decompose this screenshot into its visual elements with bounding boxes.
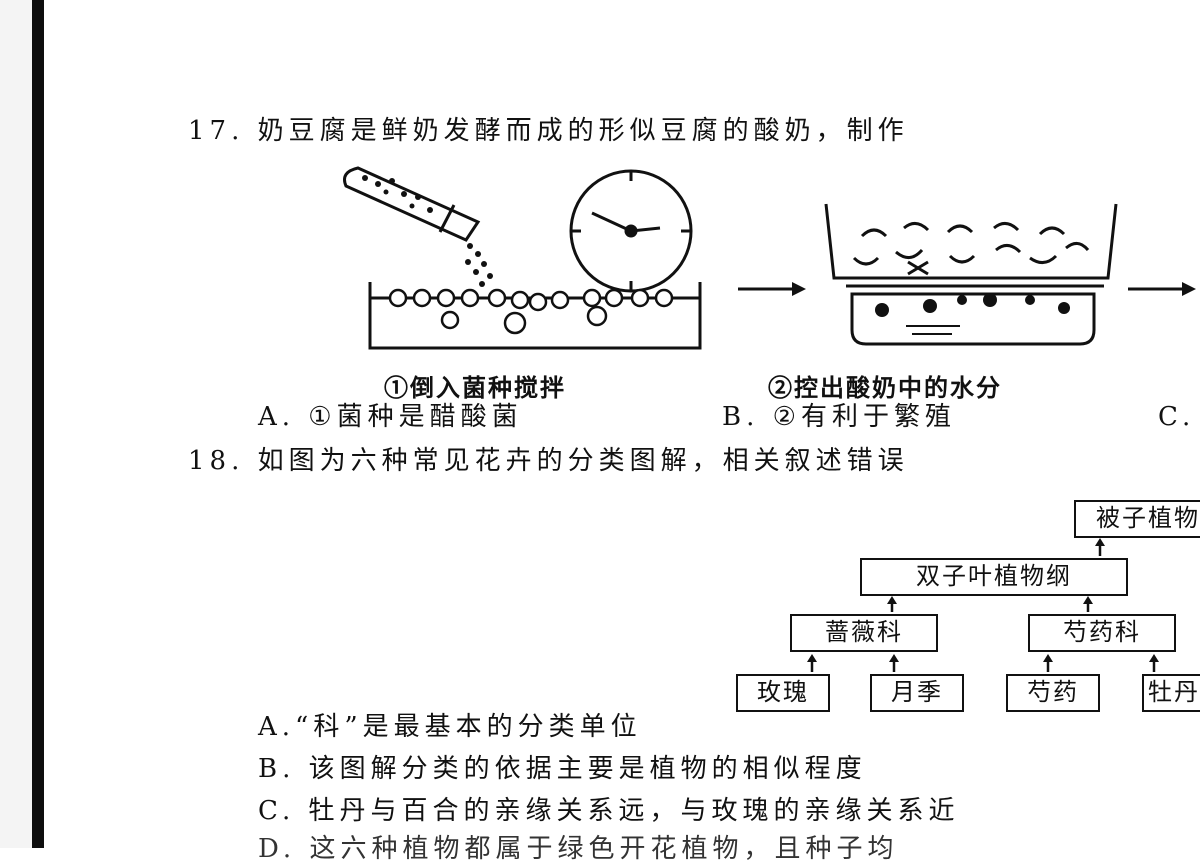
q18-option-b: B. 该图解分类的依据主要是植物的相似程度 xyxy=(258,754,867,784)
tree-node-phylum: 被子植物门 xyxy=(1074,500,1200,538)
tree-leaf-species4: 牡丹 xyxy=(1142,674,1200,712)
tree-node-family-rose: 蔷薇科 xyxy=(790,614,938,652)
q18-option-c: C. 牡丹与百合的亲缘关系远，与玫瑰的亲缘关系近 xyxy=(258,796,960,826)
tree-node-class: 双子叶植物纲 xyxy=(860,558,1128,596)
q17-stem: 17. 奶豆腐是鲜奶发酵而成的形似豆腐的酸奶，制作 xyxy=(188,116,909,146)
beaker-icon xyxy=(368,282,702,350)
q18-option-a: A.“科”是最基本的分类单位 xyxy=(258,712,642,742)
up-arrow-icon xyxy=(807,538,1159,672)
q17-option-c: C. xyxy=(1158,402,1196,432)
scan-dark-edge xyxy=(32,0,44,848)
strainer-icon xyxy=(824,203,1118,346)
test-tube-icon xyxy=(343,166,493,287)
q18-stem: 18. 如图为六种常见花卉的分类图解，相关叙述错误 xyxy=(188,446,909,476)
tree-leaf-species2: 月季 xyxy=(870,674,964,712)
clock-icon xyxy=(569,169,693,293)
tree-node-family-peony: 芍药科 xyxy=(1028,614,1176,652)
scan-left-margin xyxy=(0,0,34,848)
tree-leaf-species3: 芍药 xyxy=(1006,674,1100,712)
tree-leaf-species1: 玫瑰 xyxy=(736,674,830,712)
arrow-right-icon xyxy=(1128,282,1196,296)
q17-option-a: A. ①菌种是醋酸菌 xyxy=(258,402,523,432)
q17-caption-step1: ①倒入菌种搅拌 xyxy=(384,373,566,402)
q18-option-d: D. 这六种植物都属于绿色开花植物，且种子均 xyxy=(258,834,899,864)
arrow-right-icon xyxy=(738,282,806,296)
q17-option-b: B. ②有利于繁殖 xyxy=(722,402,956,432)
q17-caption-step2: ②控出酸奶中的水分 xyxy=(768,373,1002,402)
